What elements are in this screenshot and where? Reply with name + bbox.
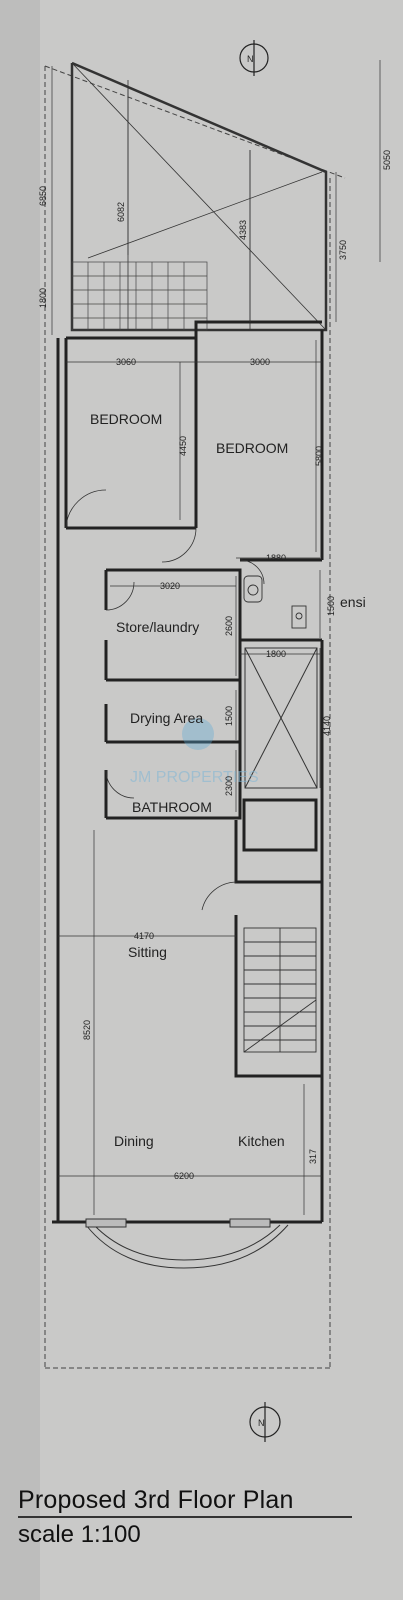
light-shaft (244, 647, 318, 789)
north-arrow-top (239, 40, 269, 76)
dim-4170: 4170 (134, 931, 154, 941)
dim-3060: 3060 (116, 357, 136, 367)
dimension-lines (51, 60, 381, 1215)
dim-2300: 2300 (224, 776, 234, 796)
door-swings (65, 489, 265, 911)
dim-3000: 3000 (250, 357, 270, 367)
room-label-ensuite: ensi (340, 594, 366, 610)
dim-5050: 5050 (382, 150, 392, 170)
watermark-text: JM PROPERTIES (130, 769, 259, 786)
dim-6850: 6850 (38, 186, 48, 206)
staircase (243, 927, 317, 1053)
dim-5800: 5800 (314, 446, 324, 466)
dim-2600: 2600 (224, 616, 234, 636)
dim-1500-ensuite: 1500 (326, 596, 336, 616)
walls (52, 320, 324, 1224)
dim-6082: 6082 (116, 202, 126, 222)
watermark-logo (182, 718, 214, 750)
dim-3170: 317 (308, 1149, 318, 1164)
room-label-sitting: Sitting (128, 944, 167, 960)
plan-scale: scale 1:100 (18, 1521, 141, 1548)
room-label-dining: Dining (114, 1133, 154, 1149)
room-label-bathroom: BATHROOM (132, 799, 212, 815)
dim-1500-drying: 1500 (224, 706, 234, 726)
dim-4450: 4450 (178, 436, 188, 456)
north-label-bottom: N (258, 1418, 265, 1428)
room-label-kitchen: Kitchen (238, 1133, 285, 1149)
balcony-grid (71, 261, 208, 331)
plan-title: Proposed 3rd Floor Plan (18, 1486, 294, 1514)
dim-6200: 6200 (174, 1171, 194, 1181)
room-label-store: Store/laundry (116, 619, 199, 635)
dim-1880: 1880 (266, 553, 286, 563)
north-label-top: N (247, 54, 254, 64)
north-arrow-bottom (249, 1402, 281, 1442)
dim-4383: 4383 (238, 220, 248, 240)
room-label-bedroom-left: BEDROOM (90, 411, 162, 427)
dim-1800: 1800 (38, 288, 48, 308)
caption-underline (18, 1516, 352, 1518)
room-label-bedroom-right: BEDROOM (216, 440, 288, 456)
dim-3020: 3020 (160, 581, 180, 591)
paper-shadow (0, 0, 40, 1600)
sanitary-fixtures (243, 575, 307, 629)
dim-4140: 4140 (322, 716, 332, 736)
dim-3750: 3750 (338, 240, 348, 260)
dim-1800-shaft: 1800 (266, 649, 286, 659)
dim-8520: 8520 (82, 1020, 92, 1040)
room-label-drying: Drying Area (130, 710, 203, 726)
bay-window (85, 1218, 289, 1269)
